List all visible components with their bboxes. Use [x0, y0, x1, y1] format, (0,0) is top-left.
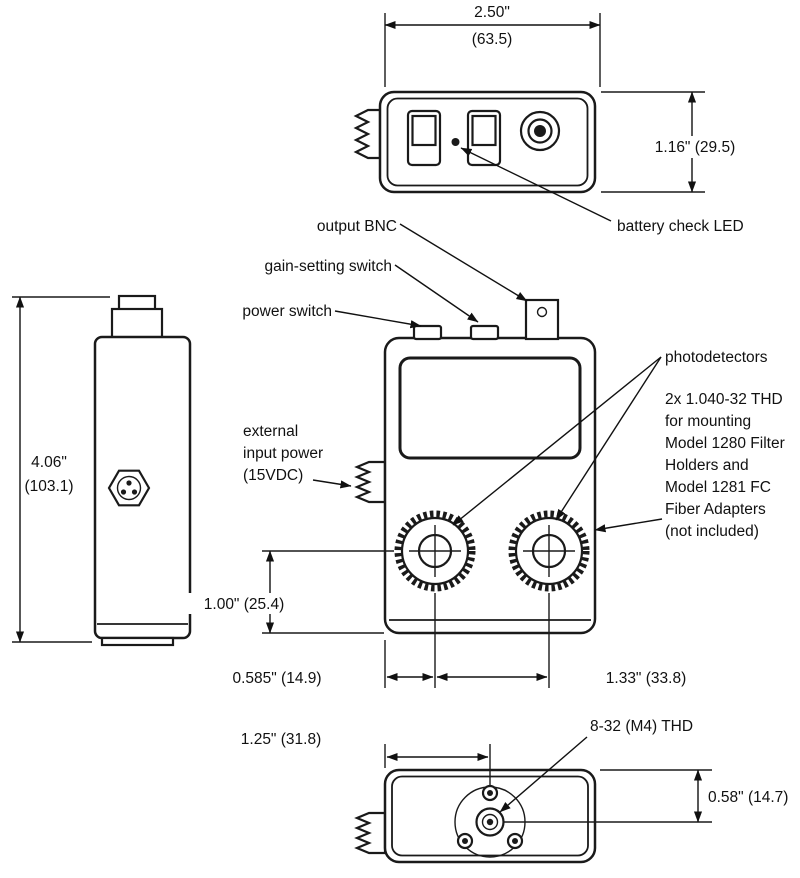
connector-pin [120, 489, 127, 495]
side-view [93, 294, 192, 647]
screw-hole-center [512, 838, 518, 844]
label-thd-note: 2x 1.040-32 THD for mounting Model 1280 … [665, 391, 785, 540]
leader-bottom-thd [499, 736, 588, 813]
external-power-line: external [243, 423, 298, 440]
knurled-ring-icon [508, 510, 590, 592]
leader-thd-note [594, 518, 663, 533]
side-foot [100, 636, 175, 647]
leader-external-power [312, 479, 352, 489]
side-bnc-tip [117, 294, 157, 312]
screw-hole-center [487, 790, 493, 796]
dim-side-height-mm: (103.1) [24, 478, 73, 495]
dim-edge-to-det: 0.585" (14.9) [232, 670, 321, 687]
label-photodetectors: photodetectors [665, 349, 768, 366]
display-window [398, 356, 582, 460]
connector-pin [131, 489, 138, 495]
external-power-line: (15VDC) [243, 467, 303, 484]
power-switch-front [412, 324, 443, 341]
thd-note-line: Fiber Adapters [665, 501, 766, 518]
leader-photodetector-right [555, 356, 662, 521]
battery-check-led-icon [451, 138, 460, 146]
dim-edge-to-hole: 1.25" (31.8) [241, 731, 321, 748]
front-view [354, 298, 597, 635]
gain-switch-front [469, 324, 500, 341]
dim-side-height-in: 4.06" [31, 454, 67, 471]
label-battery-check-led: battery check LED [617, 218, 744, 235]
dim-text-mask [181, 593, 308, 614]
thd-note-line: Model 1281 FC [665, 479, 771, 496]
external-power-line: input power [243, 445, 323, 462]
top-view [353, 90, 597, 194]
connector-bore [116, 475, 142, 501]
thd-note-line: for mounting [665, 413, 751, 430]
leader-photodetector-left [452, 356, 662, 526]
label-external-power: external input power (15VDC) [243, 423, 323, 484]
leader-lines [312, 147, 663, 813]
screw-hole-left [456, 832, 474, 850]
screw-hole-right [506, 832, 524, 850]
label-bottom-thd: 8-32 (M4) THD [590, 718, 693, 735]
power-input-connector-side [107, 469, 151, 507]
connector-pin [126, 480, 132, 486]
leader-gain-switch [394, 264, 479, 323]
dim-top-width-in: 2.50" [474, 4, 510, 21]
label-output-bnc: output BNC [317, 218, 397, 235]
thd-note-line: (not included) [665, 523, 759, 540]
threaded-hole-center [475, 807, 505, 837]
dim-top-width-mm: (63.5) [472, 31, 513, 48]
power-switch-toggle [411, 114, 437, 147]
thd-note-line: Model 1280 Filter [665, 435, 785, 452]
knurled-ring-icon [394, 510, 476, 592]
gain-switch-top [466, 109, 502, 167]
thd-note-line: 2x 1.040-32 THD [665, 391, 783, 408]
dimension-lines [15, 20, 703, 823]
photodetector-left [394, 510, 476, 592]
dim-bottom-depth: 0.58" (14.7) [708, 789, 788, 806]
external-power-connector-icon [354, 811, 387, 855]
bnc-connector-top [519, 110, 561, 152]
screw-hole-top [481, 784, 499, 802]
annotations: 2.50" (63.5) 1.16" (29.5) output BNC bat… [24, 4, 788, 806]
bottom-view [354, 768, 597, 864]
dim-top-depth: 1.16" (29.5) [655, 139, 735, 156]
power-switch-top [406, 109, 442, 167]
bnc-center-pin [534, 125, 546, 137]
thd-note-line: Holders and [665, 457, 749, 474]
screw-hole-center [462, 838, 468, 844]
extension-lines [12, 13, 712, 823]
leader-battery-led [460, 147, 612, 222]
dim-text-mask [637, 136, 753, 158]
top-view-case-inner [386, 97, 589, 187]
label-gain-setting-switch: gain-setting switch [264, 258, 392, 275]
bnc-stub-front [524, 298, 560, 341]
leader-power-switch [334, 310, 422, 329]
side-bnc-base [110, 307, 164, 341]
leader-output-bnc [399, 223, 528, 302]
bnc-stub-hole [536, 306, 548, 318]
hex-nut-icon [107, 469, 151, 507]
knurled-connector-side-icon [353, 108, 382, 160]
label-power-switch: power switch [242, 303, 332, 320]
dim-det-to-bottom: 1.00" (25.4) [204, 596, 284, 613]
external-power-connector-icon [354, 460, 387, 504]
thread-center [486, 818, 494, 826]
dim-det-spacing: 1.33" (33.8) [606, 670, 686, 687]
photodetector-right [508, 510, 590, 592]
gain-switch-toggle [471, 114, 497, 147]
thread-inner [481, 813, 499, 831]
